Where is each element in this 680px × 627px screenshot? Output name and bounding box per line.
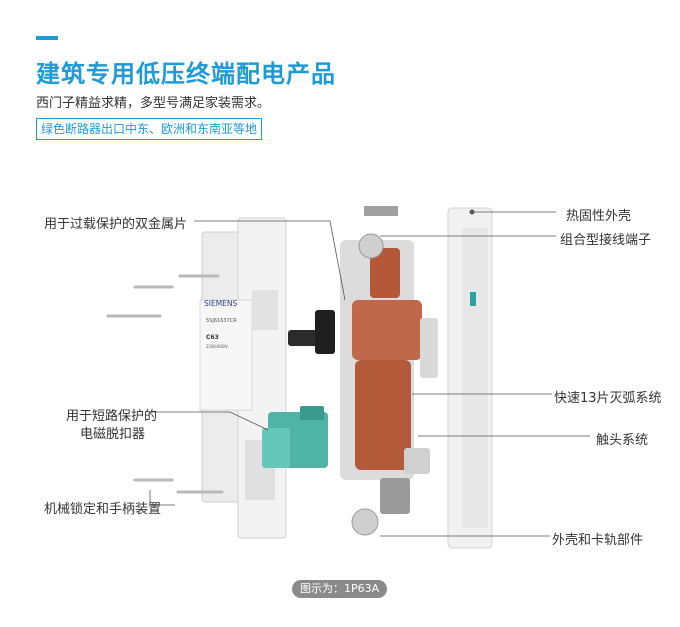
brand-mark: SIEMENS — [204, 299, 238, 308]
figure-caption: 图示为：1P63A — [292, 580, 388, 598]
label-magnetic-line2: 电磁脱扣器 — [80, 427, 146, 442]
label-housing-heat: 热固性外壳 — [566, 209, 632, 224]
label-arc: 快速13片灭弧系统 — [554, 391, 662, 406]
right-housing — [447, 207, 493, 549]
voltage-mark: 230/400V — [206, 344, 229, 350]
handle — [288, 310, 335, 354]
label-lock: 机械锁定和手柄装置 — [44, 502, 162, 517]
label-terminal: 组合型接线端子 — [560, 233, 652, 248]
label-magnetic-line1: 用于短路保护的 — [66, 409, 158, 424]
magnetic-trip — [262, 406, 328, 468]
pins — [106, 274, 224, 494]
label-contact: 触头系统 — [596, 433, 649, 448]
leader-lines — [149, 211, 590, 537]
model-mark: 5SJ61637CR — [206, 318, 237, 324]
left-housing — [199, 217, 287, 539]
internal-mechanism — [340, 206, 438, 536]
page-title: 建筑专用低压终端配电产品 — [36, 60, 336, 88]
rating-mark: C63 — [206, 334, 219, 341]
label-rail: 外壳和卡轨部件 — [552, 533, 644, 548]
accent-bar — [36, 36, 58, 40]
page-subtitle: 西门子精益求精，多型号满足家装需求。 — [36, 96, 271, 111]
export-tag: 绿色断路器出口中东、欧洲和东南亚等地 — [36, 118, 263, 140]
label-bimetal: 用于过载保护的双金属片 — [44, 217, 188, 232]
